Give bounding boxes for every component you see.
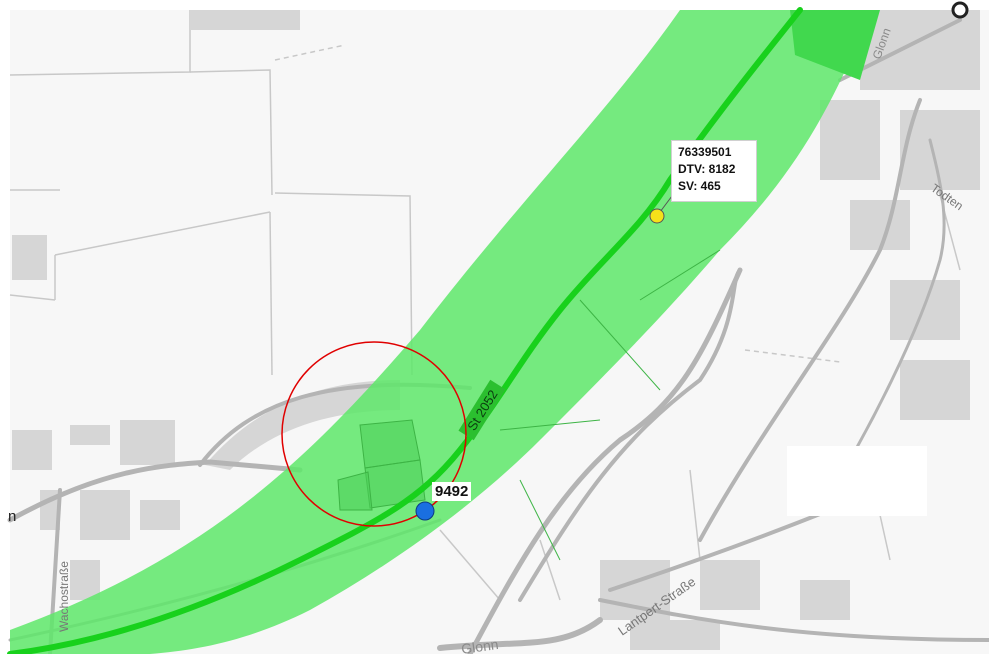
counting-point-id: 76339501 (678, 145, 732, 159)
node-marker[interactable] (415, 501, 435, 521)
buffer-patch (790, 10, 880, 80)
highlight-circle (281, 341, 467, 527)
map-edge-label: n (8, 508, 17, 525)
map-left-border (0, 0, 10, 654)
buffer-field-lines (499, 249, 721, 561)
map-blank-patch (787, 446, 927, 516)
building-blocks (12, 10, 980, 650)
street-label-wachostrasse: Wachostraße (57, 561, 71, 632)
road-label-glonn-south: Glonn (460, 636, 499, 654)
map-corner-icon[interactable] (951, 1, 969, 19)
node-id-label: 9492 (432, 482, 472, 501)
counting-point-dtv: DTV: 8182 (678, 162, 736, 176)
counting-point-marker[interactable] (649, 208, 665, 224)
counting-point-sv: SV: 465 (678, 179, 721, 193)
map-top-border (0, 0, 989, 10)
counting-point-callout[interactable]: 76339501 DTV: 8182 SV: 465 (671, 140, 757, 202)
route-buffer-area[interactable] (10, 10, 870, 654)
